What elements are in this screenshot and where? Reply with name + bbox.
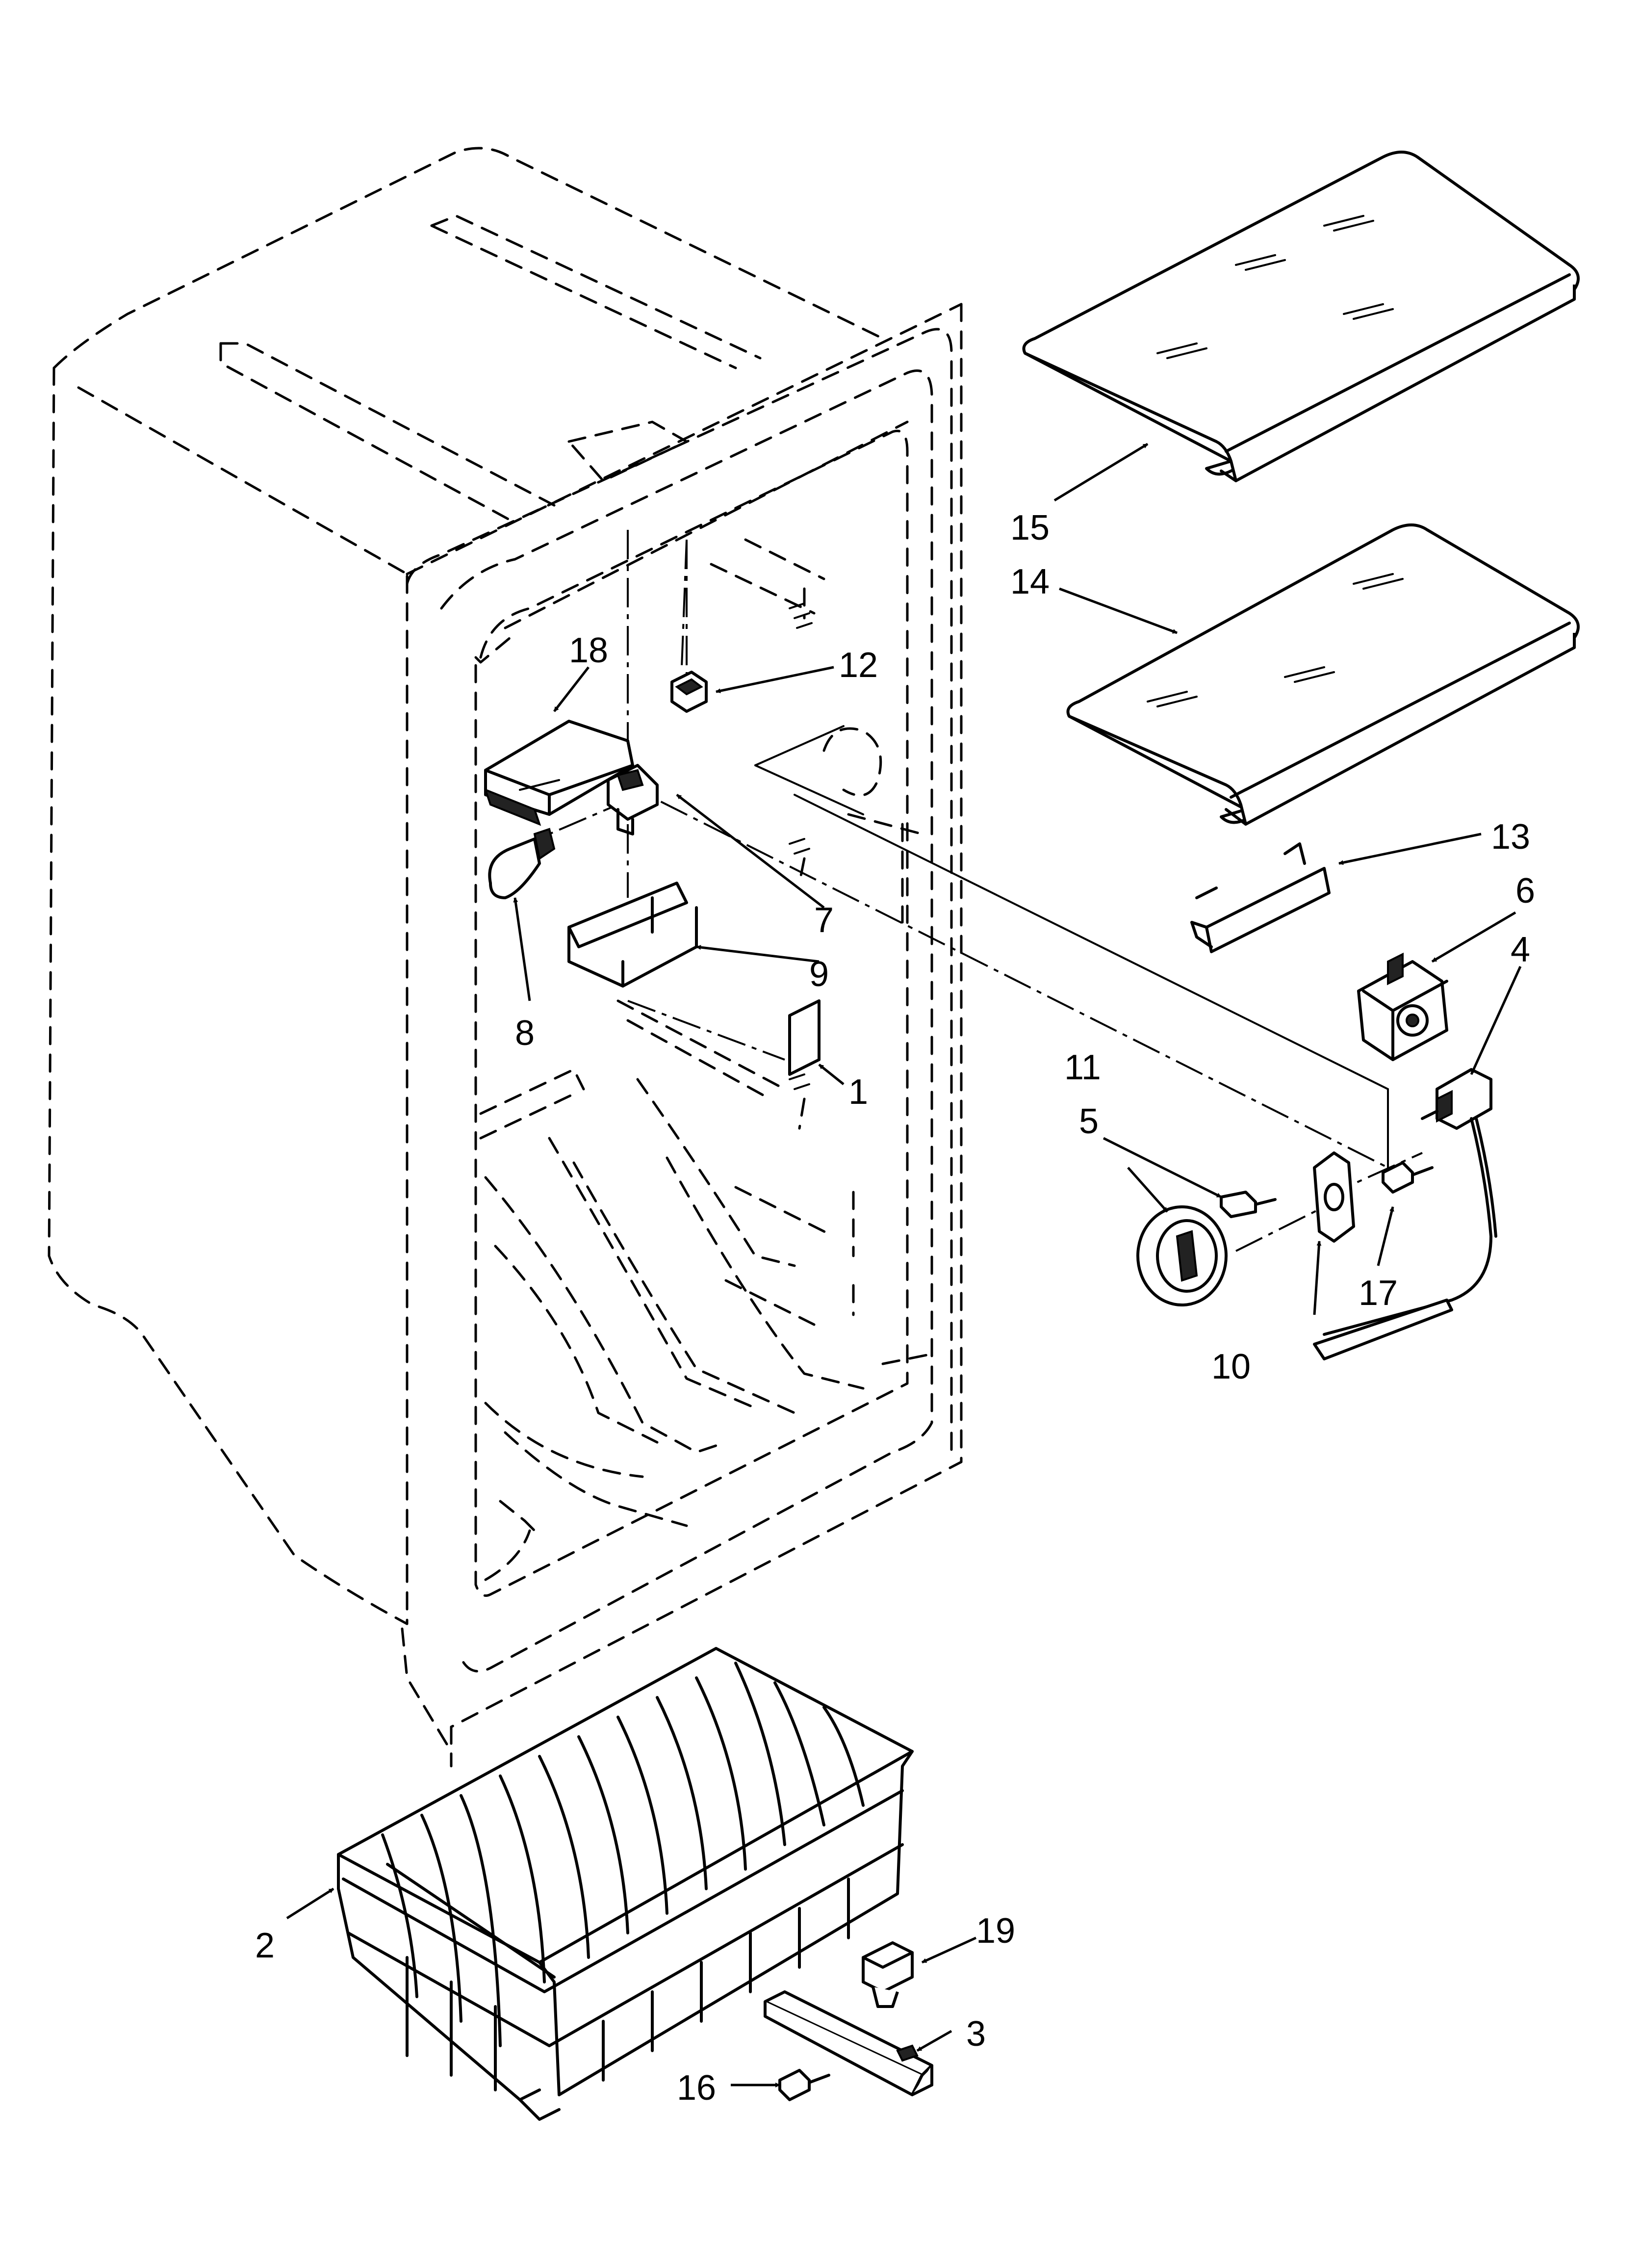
screw-part-16	[778, 2069, 830, 2101]
callout-9: 9	[809, 955, 829, 994]
switch-with-wire-part-4	[1313, 1068, 1497, 1360]
callout-labels: 15 14 13 6 4 11 5 17 10 12 18 7 9 8 1 2 …	[255, 508, 1535, 2108]
screw-part-11	[1220, 1191, 1277, 1218]
callout-18: 18	[569, 631, 608, 670]
cabinet-fastener-marks	[789, 602, 813, 1090]
callout-17: 17	[1359, 1274, 1398, 1313]
callout-16: 16	[677, 2068, 716, 2108]
freezer-cabinet-outline	[48, 147, 963, 1768]
light-bulb-part-8	[488, 828, 556, 899]
callout-19: 19	[976, 1911, 1015, 1951]
shelf-part-14	[1066, 523, 1580, 826]
light-socket-part-7	[607, 764, 659, 835]
light-switch-part-12	[670, 671, 708, 713]
callout-5: 5	[1079, 1102, 1099, 1141]
callout-4: 4	[1511, 930, 1530, 969]
basket-stop-part-19	[862, 1941, 914, 2008]
label-part-1	[788, 999, 821, 1076]
screw-part-17	[1382, 1161, 1434, 1194]
light-shield-part-9	[567, 882, 698, 988]
callout-3: 3	[966, 2014, 986, 2054]
callout-6: 6	[1515, 871, 1535, 911]
callout-8: 8	[515, 1014, 535, 1053]
callout-10: 10	[1211, 1347, 1251, 1386]
basket-support-rail-part-3	[764, 1990, 933, 2096]
callout-14: 14	[1010, 562, 1050, 601]
shelf-part-15	[1022, 151, 1580, 482]
callout-13: 13	[1491, 817, 1530, 857]
callout-15: 15	[1010, 508, 1050, 547]
evaporator-fan-outline	[754, 725, 882, 815]
wire-basket-part-2	[337, 1647, 914, 2121]
callout-11: 11	[1064, 1048, 1101, 1087]
callout-7: 7	[814, 901, 834, 940]
shelf-support-part-13	[1190, 842, 1331, 953]
light-housing-part-18	[484, 720, 634, 826]
callout-leaders	[286, 443, 1522, 2087]
temperature-control-part-6	[1357, 952, 1448, 1061]
control-knob-part-5	[1136, 1205, 1228, 1306]
callout-2: 2	[255, 1926, 275, 1965]
mounting-plate-part-10	[1313, 1151, 1355, 1243]
callout-12: 12	[839, 646, 878, 685]
callout-1: 1	[848, 1072, 868, 1112]
